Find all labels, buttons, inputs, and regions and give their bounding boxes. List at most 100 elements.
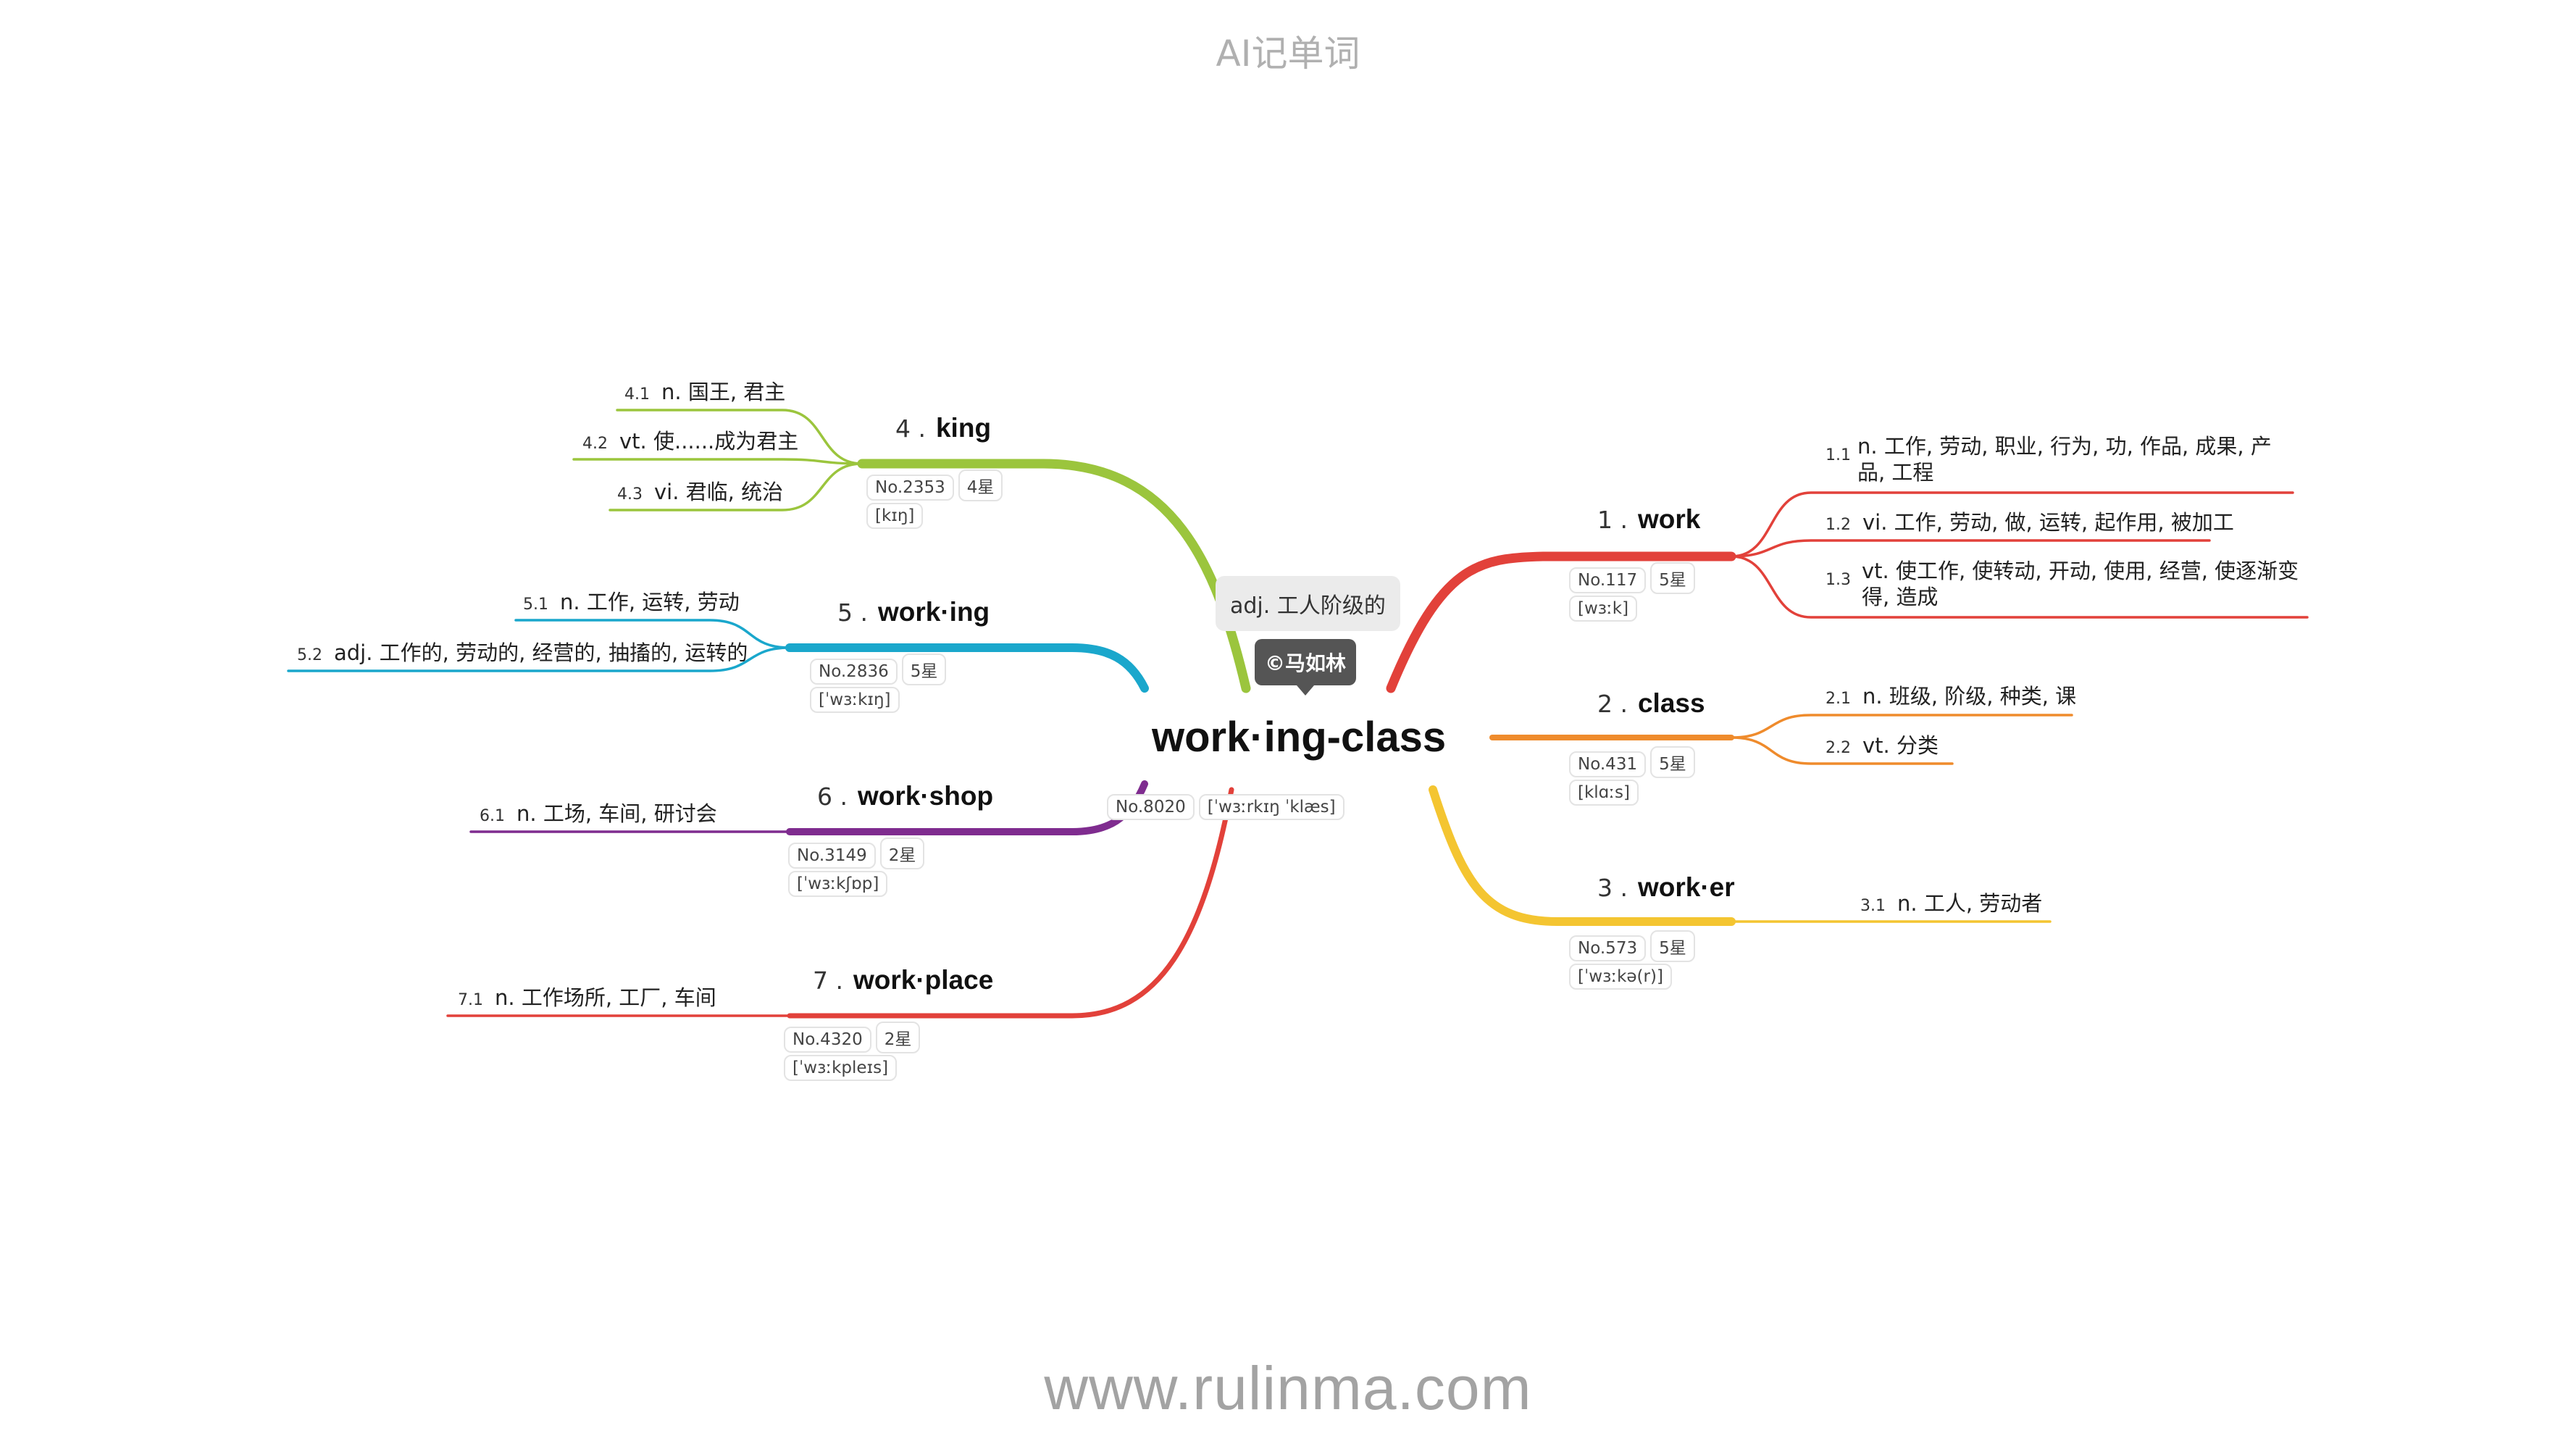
branch-index: 7 . bbox=[813, 966, 843, 995]
sense-item: 4.1 n. 国王, 君主 bbox=[624, 375, 785, 406]
sense-number: 4.3 bbox=[617, 485, 643, 504]
sense-text: adj. 工作的, 劳动的, 经营的, 抽搐的, 运转的 bbox=[334, 640, 748, 665]
star-badge: 5星 bbox=[1650, 746, 1695, 778]
branch-index: 2 . bbox=[1597, 690, 1628, 718]
sense-text: n. 班级, 阶级, 种类, 课 bbox=[1862, 684, 2077, 709]
footer-url[interactable]: www.rulinma.com bbox=[1044, 1354, 1532, 1422]
number-badge: No.2353 bbox=[866, 475, 954, 501]
phonetic-badge: [wɜːk] bbox=[1569, 596, 1638, 622]
star-badge: 5星 bbox=[901, 653, 947, 685]
branch-word: work·shop bbox=[857, 781, 994, 811]
phonetic-badge-workshop: [ˈwɜːkʃɒp] bbox=[788, 871, 892, 897]
sense-item: 2.2 vt. 分类 bbox=[1826, 729, 1939, 759]
number-badge: No.2836 bbox=[810, 659, 898, 685]
sense-text: n. 国王, 君主 bbox=[661, 380, 786, 404]
phonetic-badge: [ˈwɜːkʃɒp] bbox=[788, 871, 888, 897]
sense-number: 2.1 bbox=[1826, 690, 1851, 708]
sense-item: 5.2 adj. 工作的, 劳动的, 经营的, 抽搐的, 运转的 bbox=[297, 636, 748, 667]
branch-word-workshop[interactable]: 6 . work·shop bbox=[817, 781, 993, 811]
branch-word-work[interactable]: 1 . work bbox=[1597, 504, 1700, 535]
sense-text: vt. 分类 bbox=[1862, 733, 1939, 758]
sense-text: n. 工作, 劳动, 职业, 行为, 功, 作品, 成果, 产品, 工程 bbox=[1857, 434, 2272, 485]
branch-word-workplace[interactable]: 7 . work·place bbox=[813, 965, 993, 995]
branch-word-king[interactable]: 4 . king bbox=[895, 413, 991, 443]
star-badge: 2星 bbox=[875, 1022, 921, 1053]
branch-index: 1 . bbox=[1597, 506, 1628, 534]
branch-word-class[interactable]: 2 . class bbox=[1597, 688, 1705, 719]
star-badge: 4星 bbox=[958, 469, 1003, 501]
branch-link-king bbox=[857, 459, 1251, 693]
sense-item: 1.3 vt. 使工作, 使转动, 开动, 使用, 经营, 使逐渐变得, 造成 bbox=[1826, 558, 2304, 610]
phonetic-badge-working: [ˈwɜːkɪŋ] bbox=[810, 687, 904, 713]
branch-word: work bbox=[1637, 504, 1701, 534]
center-phonetic-badge: [ˈwɜːrkɪŋ ˈklæs] bbox=[1198, 794, 1345, 820]
branch-word: work·er bbox=[1637, 872, 1735, 902]
sense-text: vi. 工作, 劳动, 做, 运转, 起作用, 被加工 bbox=[1862, 510, 2234, 535]
star-badge: 5星 bbox=[1650, 562, 1695, 594]
sense-text: n. 工场, 车间, 研讨会 bbox=[517, 801, 717, 826]
branch-index: 5 . bbox=[837, 598, 868, 627]
sense-text: n. 工人, 劳动者 bbox=[1897, 891, 2043, 916]
sense-number: 7.1 bbox=[458, 991, 483, 1009]
branch-index: 4 . bbox=[895, 414, 926, 443]
branch-word: work·place bbox=[853, 965, 994, 995]
phonetic-badge: [kɪŋ] bbox=[866, 503, 924, 529]
phonetic-badge: [klɑːs] bbox=[1569, 780, 1639, 806]
sense-text: vi. 君临, 统治 bbox=[654, 480, 784, 504]
sense-number: 4.2 bbox=[582, 435, 608, 453]
branch-word-working[interactable]: 5 . work·ing bbox=[837, 597, 990, 627]
phonetic-badge-worker: [ˈwɜːkə(r)] bbox=[1569, 964, 1676, 990]
star-badge: 2星 bbox=[879, 838, 925, 869]
number-badge: No.117 bbox=[1569, 567, 1647, 593]
sense-item: 1.1 n. 工作, 劳动, 职业, 行为, 功, 作品, 成果, 产品, 工程 bbox=[1826, 433, 2289, 485]
branch-link-work bbox=[1386, 551, 1736, 693]
phonetic-badge: [ˈwɜːkɪŋ] bbox=[810, 687, 900, 713]
phonetic-badge-class: [klɑːs] bbox=[1569, 780, 1643, 806]
branch-link-workplace bbox=[787, 787, 1234, 1019]
sense-text: n. 工作, 运转, 劳动 bbox=[560, 590, 740, 614]
sense-number: 1.2 bbox=[1826, 516, 1851, 534]
branch-word: king bbox=[935, 413, 992, 443]
phonetic-badge-work: [wɜːk] bbox=[1569, 596, 1642, 622]
branch-index: 6 . bbox=[817, 782, 848, 811]
branch-index: 3 . bbox=[1597, 874, 1628, 902]
phonetic-badge-king: [kɪŋ] bbox=[866, 503, 927, 529]
copyright-badge: ©马如林 bbox=[1255, 639, 1357, 696]
center-meta: No.8020[ˈwɜːrkɪŋ ˈklæs] bbox=[1107, 794, 1349, 820]
sense-text: n. 工作场所, 工厂, 车间 bbox=[495, 985, 716, 1010]
branch-link-working bbox=[785, 643, 1149, 693]
center-meaning-label: adj. 工人阶级的 bbox=[1216, 576, 1400, 631]
sense-number: 4.1 bbox=[624, 385, 650, 404]
number-badge: No.573 bbox=[1569, 935, 1647, 961]
phonetic-badge: [ˈwɜːkə(r)] bbox=[1569, 964, 1672, 990]
branch-word: work·ing bbox=[877, 597, 990, 627]
sense-item: 6.1 n. 工场, 车间, 研讨会 bbox=[480, 797, 717, 827]
sense-number: 1.1 bbox=[1826, 446, 1851, 464]
center-word: work·ing-class bbox=[1152, 714, 1447, 761]
number-badge: No.4320 bbox=[784, 1027, 871, 1053]
phonetic-badge: [ˈwɜːkpleɪs] bbox=[784, 1055, 898, 1081]
header-title: AI记单词 bbox=[1216, 33, 1360, 75]
branch-word: class bbox=[1637, 688, 1705, 718]
branch-word-worker[interactable]: 3 . work·er bbox=[1597, 872, 1735, 903]
sense-text: vt. 使工作, 使转动, 开动, 使用, 经营, 使逐渐变得, 造成 bbox=[1862, 559, 2299, 609]
sense-item: 7.1 n. 工作场所, 工厂, 车间 bbox=[458, 981, 716, 1011]
star-badge: 5星 bbox=[1650, 930, 1695, 962]
sense-number: 6.1 bbox=[480, 807, 505, 825]
number-badge: No.3149 bbox=[788, 843, 876, 869]
center-number-badge: No.8020 bbox=[1107, 794, 1195, 820]
sense-number: 2.2 bbox=[1826, 739, 1851, 757]
phonetic-badge-workplace: [ˈwɜːkpleɪs] bbox=[784, 1055, 901, 1081]
sense-item: 4.3 vi. 君临, 统治 bbox=[617, 475, 783, 506]
sense-number: 1.3 bbox=[1826, 571, 1851, 589]
sense-number: 5.2 bbox=[297, 646, 322, 664]
